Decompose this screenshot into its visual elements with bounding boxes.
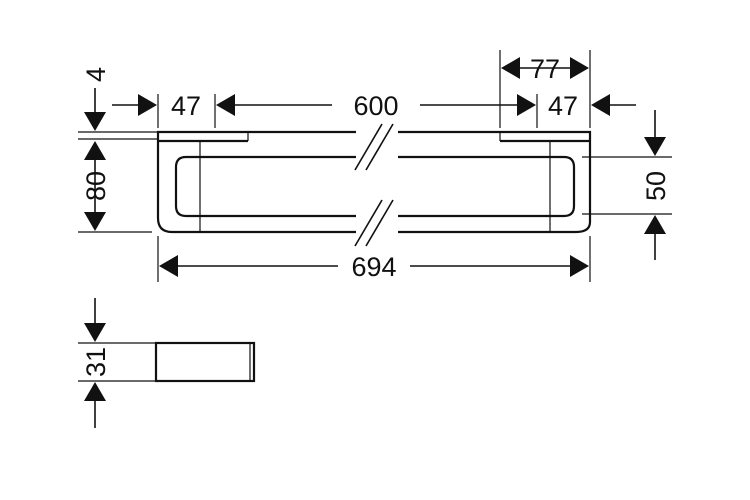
dimension-label-top-gap: 4 <box>81 67 111 82</box>
front-view <box>156 123 592 247</box>
dimension-total-length: 694 <box>157 236 591 282</box>
dimension-label-bar-height: 50 <box>641 171 671 201</box>
bar-opening <box>174 155 576 218</box>
section-view: 31 <box>78 298 256 428</box>
dimension-label-left-end: 47 <box>171 91 201 121</box>
dimension-label-length-span: 600 <box>353 91 398 121</box>
dimension-label-end-width: 77 <box>530 54 560 84</box>
dimension-label-right-end: 47 <box>548 91 578 121</box>
dimension-bar-height: 50 <box>582 110 672 260</box>
dimension-label-total-height: 80 <box>81 171 111 201</box>
dimension-total-height: 80 <box>78 160 152 233</box>
dimension-row-top: 47 600 47 <box>112 50 636 128</box>
bar-outline <box>156 130 592 234</box>
break-marks <box>354 123 398 247</box>
section-profile <box>154 341 256 383</box>
dimension-label-section-height: 31 <box>81 347 111 377</box>
dimension-top-gap: 4 <box>78 67 158 160</box>
dimension-end-width: 77 <box>499 50 589 128</box>
dimension-label-total-length: 694 <box>351 252 396 282</box>
